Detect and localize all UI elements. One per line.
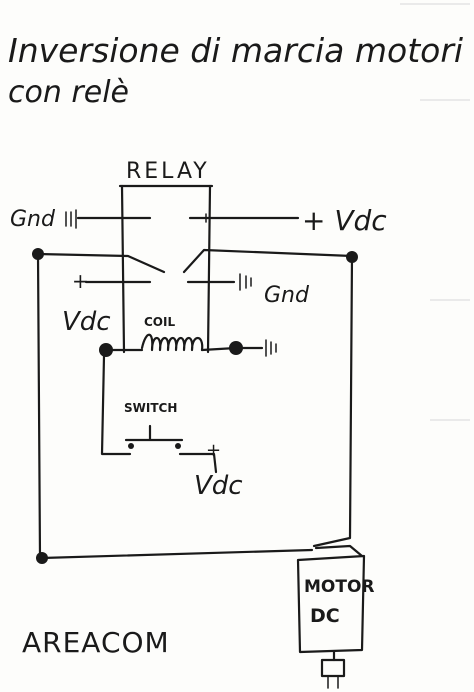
junction-node-top-right [346, 251, 358, 263]
gnd-left-label: Gnd [10, 207, 56, 232]
wire-coil-to-switch [100, 354, 132, 456]
coil-terminal-left [99, 343, 113, 357]
relay-box-left [120, 184, 126, 354]
plus-switch-label: + [206, 440, 221, 461]
motor-shaft-end [327, 675, 339, 689]
coil-terminal-right [229, 341, 243, 355]
plus-left-label: + [72, 269, 89, 293]
motor-top-cap [314, 544, 364, 558]
wire-right-vertical [312, 254, 354, 548]
gnd-right-label: Gnd [264, 283, 310, 308]
relay-box-right [206, 184, 212, 354]
wire-right-armature [182, 248, 354, 274]
switch-label: SWITCH [124, 401, 177, 415]
motor-shaft-coupling [320, 658, 346, 678]
junction-node-bottom-left [36, 552, 48, 564]
vdc-right-label: + Vdc [302, 204, 387, 237]
title-line-2: con relè [8, 75, 129, 110]
relay-label: RELAY [126, 159, 210, 184]
ground-symbol-right [239, 273, 252, 291]
vdc-left-label: Vdc [62, 307, 111, 337]
wire-bottom [40, 548, 314, 560]
ground-symbol-left [65, 209, 77, 229]
motor-label-line-1: MOTOR [304, 577, 375, 597]
coil-winding [140, 333, 204, 352]
title-line-1: Inversione di marcia motori cc [8, 31, 474, 70]
junction-node-top-left [32, 248, 44, 260]
coil-label: COIL [144, 315, 175, 329]
motor-body [296, 554, 366, 654]
paper-bleed-through [400, 3, 470, 421]
switch-contact-left [128, 443, 134, 449]
switch-contact-right [175, 443, 181, 449]
vdc-switch-label: Vdc [194, 471, 243, 501]
ground-symbol-coil [265, 339, 277, 357]
wire-switch-to-vdc [178, 452, 218, 474]
wire-left-armature [36, 252, 166, 274]
wire-left-vertical [36, 252, 42, 560]
brand-label: AREACOM [22, 626, 170, 659]
motor-label-line-2: DC [310, 605, 340, 627]
switch-button [124, 424, 184, 442]
